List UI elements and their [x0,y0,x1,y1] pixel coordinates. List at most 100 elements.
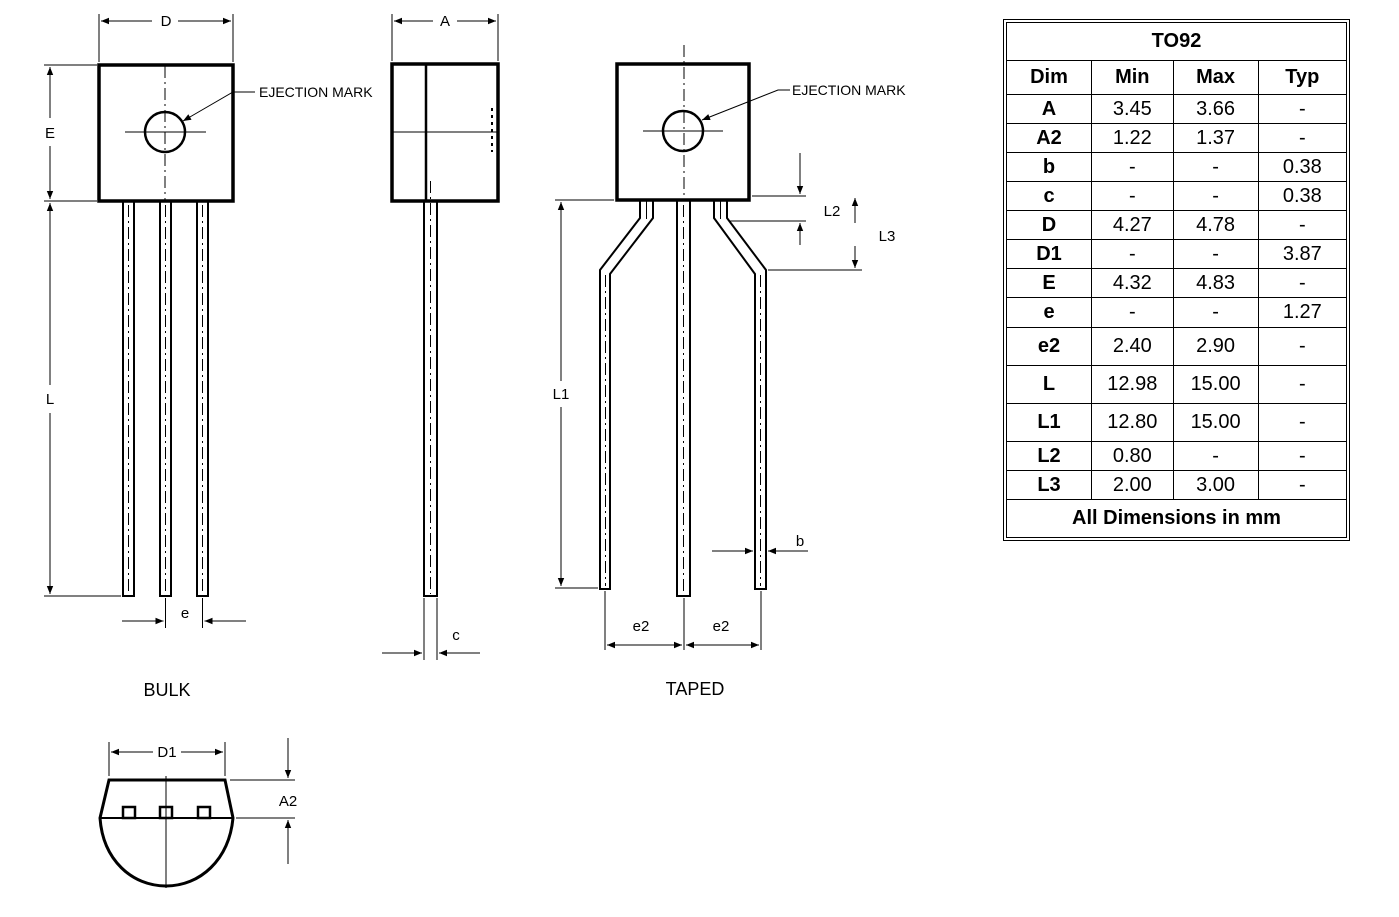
table-footer: All Dimensions in mm [1006,499,1347,538]
cell-min: 0.80 [1091,441,1174,471]
taped-view [555,45,862,650]
bottom-pins [121,805,212,820]
cell-typ: - [1257,123,1348,153]
cell-typ: - [1257,470,1348,500]
label-A: A [440,13,450,30]
side-view [382,14,500,660]
table-row: D1--3.87 [1006,239,1348,269]
cell-dim: c [1006,181,1092,211]
label-L: L [46,391,54,408]
cell-min: 1.22 [1091,123,1174,153]
caption-taped: TAPED [666,679,725,699]
cell-dim: L3 [1006,470,1092,500]
header-typ: Typ [1257,60,1348,95]
cell-dim: D [1006,210,1092,240]
label-D1: D1 [157,744,176,761]
cell-typ: 0.38 [1257,152,1348,182]
cell-max: 4.83 [1172,268,1259,298]
label-L1: L1 [553,386,570,403]
header-dim: Dim [1006,60,1092,95]
cell-typ: - [1257,403,1348,442]
table-row: e--1.27 [1006,297,1348,328]
cell-min: - [1091,181,1174,211]
cell-min: 12.98 [1091,365,1174,404]
label-D: D [161,13,172,30]
cell-dim: E [1006,268,1092,298]
cell-min: 4.32 [1091,268,1174,298]
cell-min: 2.00 [1091,470,1174,500]
taped-ejection-leader [701,89,790,121]
taped-body [615,62,751,202]
cell-min: 12.80 [1091,403,1174,442]
bulk-view [44,14,255,628]
cell-typ: - [1257,365,1348,404]
bulk-ejection-leader [182,91,255,122]
cell-dim: L1 [1006,403,1092,442]
cell-max: 3.00 [1172,470,1259,500]
cell-max: 2.90 [1172,327,1259,366]
header-max: Max [1172,60,1259,95]
cell-typ: - [1257,327,1348,366]
cell-dim: L [1006,365,1092,404]
cell-max: 15.00 [1172,365,1259,404]
label-c: c [452,627,460,644]
cell-typ: - [1257,94,1348,124]
cell-typ: - [1257,210,1348,240]
label-L3: L3 [879,228,896,245]
cell-min: 4.27 [1091,210,1174,240]
cell-max: 3.66 [1172,94,1259,124]
cell-typ: 1.27 [1257,297,1348,328]
label-ejection-mark-bulk: EJECTION MARK [259,84,373,100]
cell-min: 3.45 [1091,94,1174,124]
header-min: Min [1091,60,1174,95]
label-b: b [796,533,804,550]
cell-dim: e [1006,297,1092,328]
cell-dim: D1 [1006,239,1092,269]
cell-typ: - [1257,441,1348,471]
cell-max: - [1172,152,1259,182]
cell-max: - [1172,441,1259,471]
cell-max: - [1172,181,1259,211]
table-row: c--0.38 [1006,181,1348,211]
cell-dim: A2 [1006,123,1092,153]
label-e: e [181,605,189,622]
table-row: b--0.38 [1006,152,1348,182]
taped-lead-left [599,200,654,590]
cell-max: - [1172,239,1259,269]
cell-min: - [1091,152,1174,182]
cell-max: - [1172,297,1259,328]
cell-max: 15.00 [1172,403,1259,442]
cell-max: 1.37 [1172,123,1259,153]
label-E: E [45,125,55,142]
cell-dim: L2 [1006,441,1092,471]
side-lead [423,200,438,597]
table-header-row: Dim Min Max Typ [1006,60,1348,95]
cell-min: - [1091,239,1174,269]
bulk-body [97,63,235,203]
cell-typ: 0.38 [1257,181,1348,211]
cell-dim: A [1006,94,1092,124]
label-e2-right: e2 [713,618,730,635]
cell-min: - [1091,297,1174,328]
cell-max: 4.78 [1172,210,1259,240]
cell-dim: e2 [1006,327,1092,366]
bottom-view [98,738,295,888]
taped-lead-center [676,199,691,597]
cell-typ: 3.87 [1257,239,1348,269]
label-L2: L2 [824,203,841,220]
dimension-labels: D A E L L1 L2 L3 e e2 e2 b c D1 A2 EJECT… [45,13,906,810]
cell-typ: - [1257,268,1348,298]
label-ejection-mark-taped: EJECTION MARK [792,82,906,98]
label-A2: A2 [279,793,297,810]
table-title: TO92 [1006,22,1347,61]
caption-bulk: BULK [143,680,190,700]
